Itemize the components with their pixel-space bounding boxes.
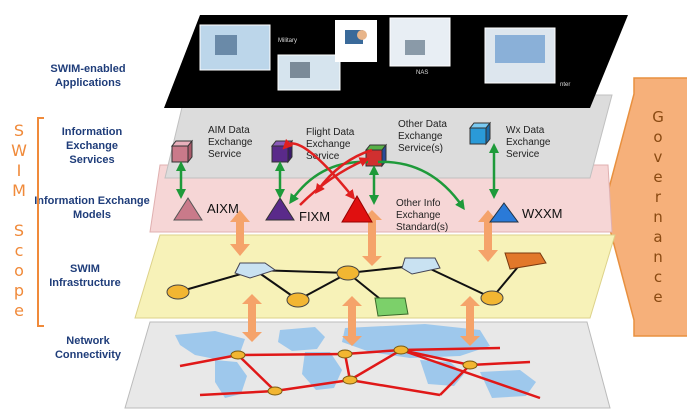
governance-letter: n <box>653 248 663 266</box>
infrastructure-nodes <box>166 252 547 317</box>
model-fixm-icon <box>265 197 295 221</box>
scope-letter: p <box>14 281 24 300</box>
model-wxxm-icon <box>489 202 519 223</box>
scope-letter: o <box>14 261 24 280</box>
scope-letter: e <box>14 301 24 320</box>
applications-layer: Military NAS nter <box>164 15 628 108</box>
model-aixm-icon <box>173 197 203 221</box>
service-wx <box>468 121 492 146</box>
scope-letter: W <box>11 141 27 160</box>
network-links <box>179 346 541 400</box>
application-thumbnails: Military NAS nter <box>199 17 570 91</box>
service-aim <box>170 139 194 164</box>
scope-letter: S <box>14 221 24 240</box>
model-aixm-label: AIXM <box>207 201 239 216</box>
governance-letter: e <box>653 168 662 186</box>
governance-letter: c <box>654 268 662 286</box>
governance-letter: G <box>652 108 664 126</box>
governance-letter: o <box>653 128 662 146</box>
scope-letter: M <box>12 181 26 200</box>
scope-letter: I <box>17 161 22 180</box>
app-caption-3: nter <box>560 82 570 88</box>
governance-letter: n <box>653 208 663 226</box>
model-shapes <box>173 194 519 223</box>
model-other-icon <box>341 194 373 223</box>
network-nodes <box>230 345 478 396</box>
app-caption-1: Military <box>278 38 297 44</box>
world-map-icon <box>175 324 536 398</box>
governance-letter: a <box>653 228 662 246</box>
app-caption-2: NAS <box>416 70 428 76</box>
model-fixm-label: FIXM <box>299 209 330 224</box>
governance-letter: v <box>654 148 663 166</box>
governance-letter: e <box>653 288 662 306</box>
model-wxxm-label: WXXM <box>522 206 562 221</box>
scope-letter: c <box>15 241 24 260</box>
governance-letter: r <box>655 188 662 206</box>
scope-letter: S <box>14 121 24 140</box>
network-layer <box>124 321 611 409</box>
service-model-arrows <box>176 138 499 211</box>
